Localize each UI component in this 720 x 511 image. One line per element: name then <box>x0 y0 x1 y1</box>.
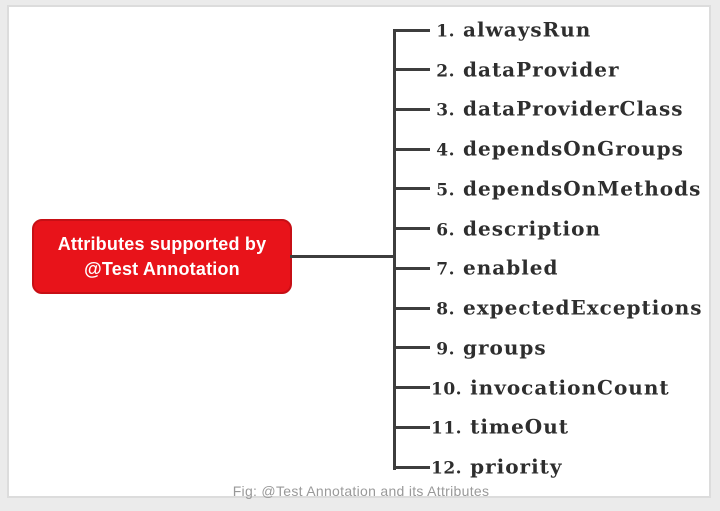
item-number: 8. <box>436 299 455 320</box>
item-number: 12. <box>431 458 463 479</box>
root-node-box: Attributes supported by @Test Annotation <box>32 219 292 294</box>
branch-line <box>393 425 430 429</box>
item-name: enabled <box>463 255 559 280</box>
branch-line <box>393 386 430 390</box>
item-name: timeOut <box>470 414 570 439</box>
item-name: groups <box>463 335 547 360</box>
item-name: priority <box>470 454 563 479</box>
attribute-label: 3. dataProviderClass <box>431 97 684 121</box>
branch-line <box>393 266 430 270</box>
attribute-label: 9. groups <box>431 335 547 359</box>
branch-line <box>393 68 430 72</box>
item-name: dataProvider <box>463 57 620 82</box>
tree-trunk-line <box>393 30 396 470</box>
branch-line <box>393 187 430 191</box>
attribute-label: 1. alwaysRun <box>431 18 591 42</box>
item-number: 4. <box>436 140 455 161</box>
branch-line <box>393 107 430 111</box>
root-node-line2: @Test Annotation <box>84 258 240 279</box>
branch-line <box>393 147 430 151</box>
item-number: 11. <box>431 418 463 439</box>
branch-line <box>393 28 430 32</box>
attribute-label: 8. expectedExceptions <box>431 296 703 320</box>
branch-line <box>393 227 430 231</box>
connector-line <box>290 255 396 258</box>
item-name: dataProviderClass <box>463 96 684 121</box>
item-number: 1. <box>436 21 455 42</box>
attribute-label: 6. description <box>431 216 601 240</box>
attribute-label: 5. dependsOnMethods <box>431 176 701 200</box>
item-name: expectedExceptions <box>463 295 703 320</box>
attribute-tree: 1. alwaysRun 2. dataProvider 3. dataProv… <box>393 18 713 479</box>
item-name: description <box>463 216 601 241</box>
item-name: alwaysRun <box>463 17 592 42</box>
branch-line <box>393 465 430 469</box>
attribute-label: 12. priority <box>431 455 563 479</box>
attribute-label: 4. dependsOnGroups <box>431 137 684 161</box>
item-name: invocationCount <box>470 375 670 400</box>
item-number: 7. <box>436 259 455 280</box>
attribute-label: 11. timeOut <box>431 415 569 439</box>
attribute-label: 2. dataProvider <box>431 57 620 81</box>
item-number: 9. <box>436 339 455 360</box>
item-number: 5. <box>436 180 455 201</box>
item-name: dependsOnGroups <box>463 136 684 161</box>
root-node-line1: Attributes supported by <box>57 233 267 254</box>
item-number: 10. <box>431 379 463 400</box>
figure-caption: Fig: @Test Annotation and its Attributes <box>232 483 490 499</box>
branch-line <box>393 306 430 310</box>
figure-page: Attributes supported by @Test Annotation… <box>7 5 713 499</box>
item-number: 2. <box>436 61 455 82</box>
attribute-label: 10. invocationCount <box>431 375 670 399</box>
attribute-label: 7. enabled <box>431 256 559 280</box>
item-number: 3. <box>436 100 455 121</box>
item-name: dependsOnMethods <box>463 176 702 201</box>
branch-line <box>393 346 430 350</box>
item-number: 6. <box>436 220 455 241</box>
